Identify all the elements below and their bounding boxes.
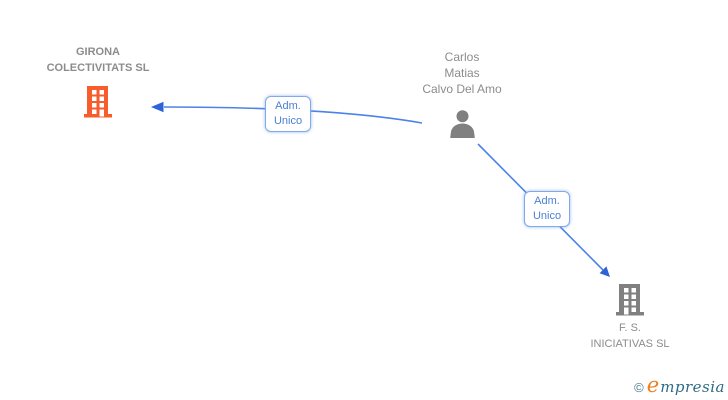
person-icon: [449, 110, 475, 138]
company-girona-label: GIRONA COLECTIVITATS SL: [47, 44, 150, 76]
edge-label-line1: Adm.: [534, 195, 560, 207]
company-fs-label-line2: INICIATIVAS SL: [590, 338, 670, 350]
node-company-fs[interactable]: F. S. INICIATIVAS SL: [550, 283, 710, 352]
edge-label-adm-unico-girona: Adm. Unico: [265, 96, 311, 132]
edge-label-line2: Unico: [273, 115, 303, 127]
empresia-logo-initial: e: [646, 373, 660, 397]
arrowhead-to-fs-icon: [599, 266, 610, 277]
company-fs-label: F. S. INICIATIVAS SL: [590, 320, 669, 352]
edge-label-adm-unico-fs: Adm. Unico: [524, 191, 570, 227]
empresia-logo-text: mpresia: [660, 378, 725, 396]
edge-label-line2: Unico: [532, 210, 562, 222]
arrowhead-to-girona-icon: [151, 101, 164, 113]
person-carlos-label-line2: Matias: [444, 66, 480, 80]
edge-label-line1: Adm.: [275, 100, 301, 112]
company-girona-label-line2: COLECTIVITATS SL: [46, 62, 150, 74]
company-girona-label-line1: GIRONA: [76, 46, 120, 58]
building-icon: [616, 284, 644, 316]
company-fs-label-line1: F. S.: [618, 322, 641, 334]
node-company-girona[interactable]: GIRONA COLECTIVITATS SL: [18, 44, 178, 118]
person-carlos-label-line3: Calvo Del Amo: [422, 82, 502, 96]
empresia-logo[interactable]: © e mpresia: [634, 373, 725, 397]
building-icon: [84, 86, 112, 118]
copyright-icon: ©: [634, 380, 644, 395]
edge-line-person-to-girona: [163, 106, 423, 124]
person-carlos-label: Carlos Matias Calvo Del Amo: [422, 49, 501, 97]
node-person-carlos[interactable]: Carlos Matias Calvo Del Amo: [382, 49, 542, 138]
person-carlos-label-line1: Carlos: [444, 50, 480, 64]
